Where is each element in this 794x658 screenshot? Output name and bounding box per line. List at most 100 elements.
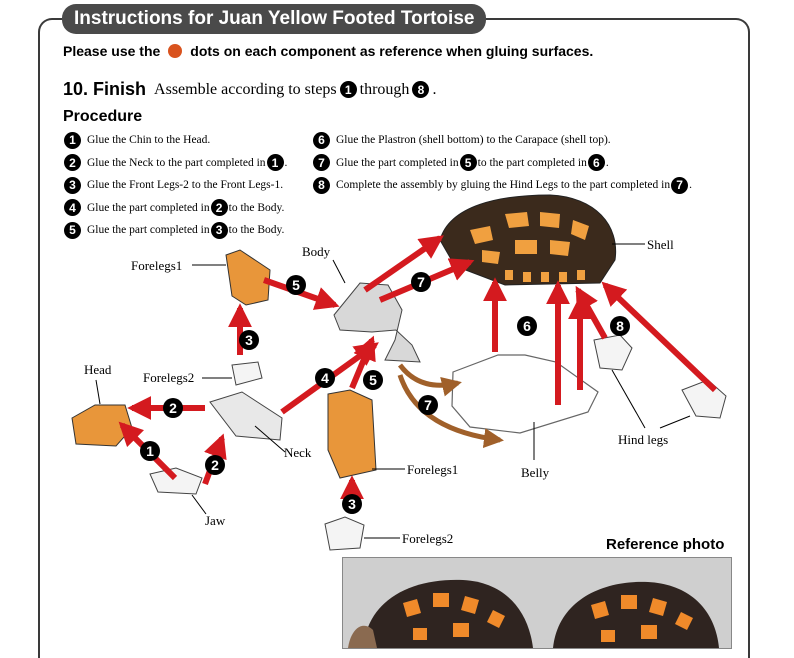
step-marker — [163, 398, 183, 418]
step-text-end: to the Body. — [228, 224, 285, 237]
step-marker — [239, 330, 259, 350]
step-from-badge: 1 — [339, 81, 357, 98]
step-marker — [418, 395, 438, 415]
step-text-end: . — [689, 179, 692, 192]
step-ref-badge: 2 — [210, 199, 228, 217]
procedure-list-right: 6 Glue the Plastron (shell bottom) to th… — [313, 129, 692, 197]
hind-leg-left-part — [593, 334, 633, 371]
reference-photo-title: Reference photo — [606, 536, 725, 553]
step-marker — [286, 275, 306, 295]
step-marker-label: 4 — [321, 370, 329, 386]
step-ref-badge: 7 — [671, 176, 689, 194]
body-part — [333, 282, 421, 363]
label-head: Head — [84, 362, 112, 377]
neck-part — [209, 391, 283, 441]
procedure-step: 6 Glue the Plastron (shell bottom) to th… — [313, 129, 692, 152]
step-marker — [363, 370, 383, 390]
label-jaw: Jaw — [205, 513, 226, 528]
procedure-step: 5 Glue the part completed in 3 to the Bo… — [64, 219, 287, 242]
shell-part — [439, 194, 617, 286]
note-text-before: Please use the — [63, 43, 161, 59]
procedure-title: Procedure — [63, 108, 143, 125]
step-ref-badge: 1 — [266, 154, 284, 172]
label-forelegs1-top: Forelegs1 — [131, 258, 183, 273]
step-text: Glue the Neck to the part completed in — [87, 156, 266, 169]
step-text-end: . — [605, 156, 609, 169]
step-text: Glue the Chin to the Head. — [87, 134, 211, 147]
marker-group: 5 7 3 6 8 4 5 2 1 2 7 3 — [140, 272, 630, 514]
procedure-list-left: 1 Glue the Chin to the Head. 2 Glue the … — [64, 129, 287, 242]
brown-arrow-group — [397, 363, 504, 448]
step-marker-label: 3 — [245, 332, 253, 348]
step-marker-label: 2 — [169, 400, 177, 416]
step-end-text: . — [432, 80, 437, 98]
note-text-after: dots on each component as reference when… — [190, 43, 594, 59]
orange-dot-icon — [168, 44, 183, 58]
step-marker — [342, 494, 362, 514]
hind-leg-right-part — [681, 379, 727, 419]
step-number: 10. Finish — [63, 79, 147, 99]
label-shell: Shell — [647, 237, 674, 252]
step-text-end: . — [284, 156, 288, 169]
step-marker — [517, 316, 537, 336]
step-through-text: through — [359, 80, 410, 98]
step-badge: 3 — [64, 176, 81, 194]
page-title: Instructions for Juan Yellow Footed Tort… — [74, 8, 475, 29]
step-marker-label: 7 — [417, 274, 425, 290]
step-text-mid: to the part completed in — [477, 156, 587, 169]
label-forelegs2-bottom: Forelegs2 — [402, 531, 454, 546]
procedure-step: 7 Glue the part completed in 5 to the pa… — [313, 152, 692, 175]
step-to-badge: 8 — [412, 81, 430, 98]
procedure-step: 2 Glue the Neck to the part completed in… — [64, 152, 287, 175]
step-marker-label: 5 — [292, 277, 300, 293]
label-belly: Belly — [521, 465, 550, 480]
step-marker — [315, 368, 335, 388]
step-marker-label: 1 — [146, 443, 154, 459]
step-text: Assemble according to steps — [154, 80, 337, 98]
step-badge: 4 — [64, 199, 81, 217]
step-marker — [411, 272, 431, 292]
forelegs2-bottom-part — [324, 516, 365, 551]
forelegs1-top-part — [225, 249, 271, 306]
reference-photo-image — [343, 558, 731, 648]
step-text-end: to the Body. — [228, 201, 285, 214]
reference-photo — [342, 557, 732, 649]
step-heading: 10. Finish Assemble according to steps 1… — [63, 79, 436, 100]
forelegs1-bottom-part — [327, 389, 377, 479]
procedure-step: 3 Glue the Front Legs-2 to the Front Leg… — [64, 174, 287, 197]
step-badge: 7 — [313, 154, 330, 172]
arrow — [349, 335, 376, 390]
step-text: Glue the part completed in — [336, 156, 459, 169]
step-badge: 8 — [313, 176, 330, 194]
step-text: Complete the assembly by gluing the Hind… — [336, 179, 671, 192]
step-marker-label: 3 — [348, 496, 356, 512]
label-forelegs2-top: Forelegs2 — [143, 370, 195, 385]
procedure-step: 1 Glue the Chin to the Head. — [64, 129, 287, 152]
step-text: Glue the part completed in — [87, 201, 210, 214]
step-ref-badge: 6 — [587, 154, 605, 172]
step-marker — [205, 455, 225, 475]
arrow — [575, 285, 608, 340]
belly-part — [451, 354, 599, 434]
step-marker-label: 8 — [616, 318, 624, 334]
step-marker-label: 6 — [523, 318, 531, 334]
step-marker — [610, 316, 630, 336]
procedure-step: 8 Complete the assembly by gluing the Hi… — [313, 174, 692, 197]
step-ref-badge: 5 — [459, 154, 477, 172]
title-banner: Instructions for Juan Yellow Footed Tort… — [62, 4, 487, 34]
assembly-diagram: 5 7 3 6 8 4 5 2 1 2 7 3 — [71, 194, 727, 551]
step-text: Glue the Plastron (shell bottom) to the … — [336, 134, 611, 147]
step-badge: 1 — [64, 131, 81, 149]
step-badge: 5 — [64, 221, 81, 239]
step-text: Glue the Front Legs-2 to the Front Legs-… — [87, 179, 284, 192]
forelegs2-top-part — [231, 361, 263, 386]
step-badge: 6 — [313, 131, 330, 149]
step-marker-label: 7 — [424, 397, 432, 413]
label-hind-legs: Hind legs — [618, 432, 669, 447]
label-forelegs1-bottom: Forelegs1 — [407, 462, 459, 477]
brown-arrow — [397, 374, 504, 448]
arrow — [363, 235, 444, 293]
arrow — [601, 281, 718, 393]
step-ref-badge: 3 — [210, 221, 228, 239]
jaw-part — [149, 467, 203, 495]
